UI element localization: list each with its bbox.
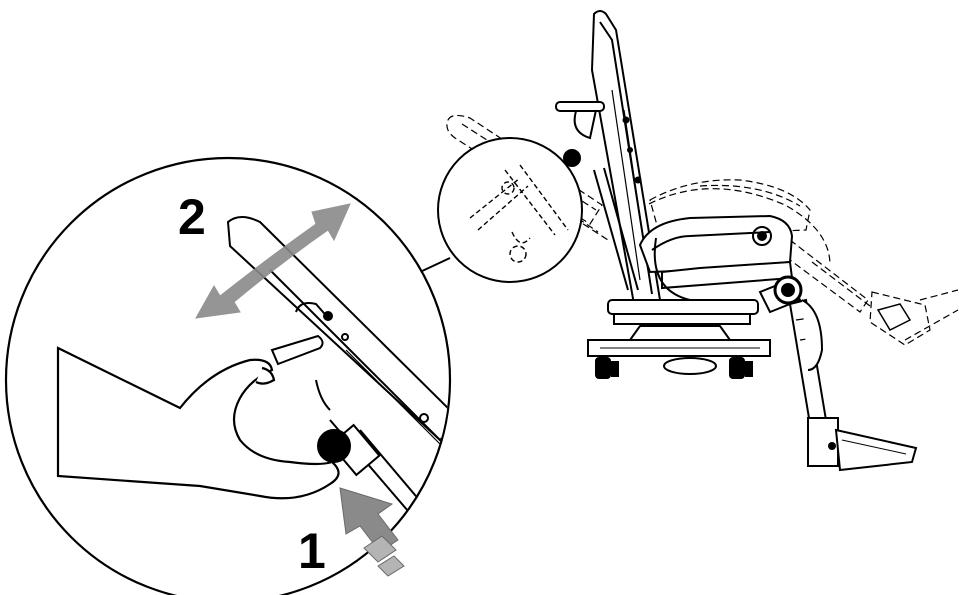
- double-arrow-icon: [195, 203, 351, 319]
- chair-legrest: [758, 275, 918, 472]
- chair: [555, 10, 918, 472]
- chair-push-handle: [555, 101, 605, 167]
- detail-callout-large: [4, 156, 452, 595]
- step-1-label: 1: [298, 523, 326, 579]
- detail-callout-small: [437, 137, 583, 283]
- step-2-label: 2: [178, 189, 206, 245]
- hand: [56, 346, 340, 500]
- chair-seat: [638, 214, 794, 353]
- chair-casters: [595, 357, 753, 379]
- arrow-up-right-icon: [339, 487, 405, 577]
- callout-connector-line: [419, 257, 451, 273]
- chair-base: [587, 299, 771, 357]
